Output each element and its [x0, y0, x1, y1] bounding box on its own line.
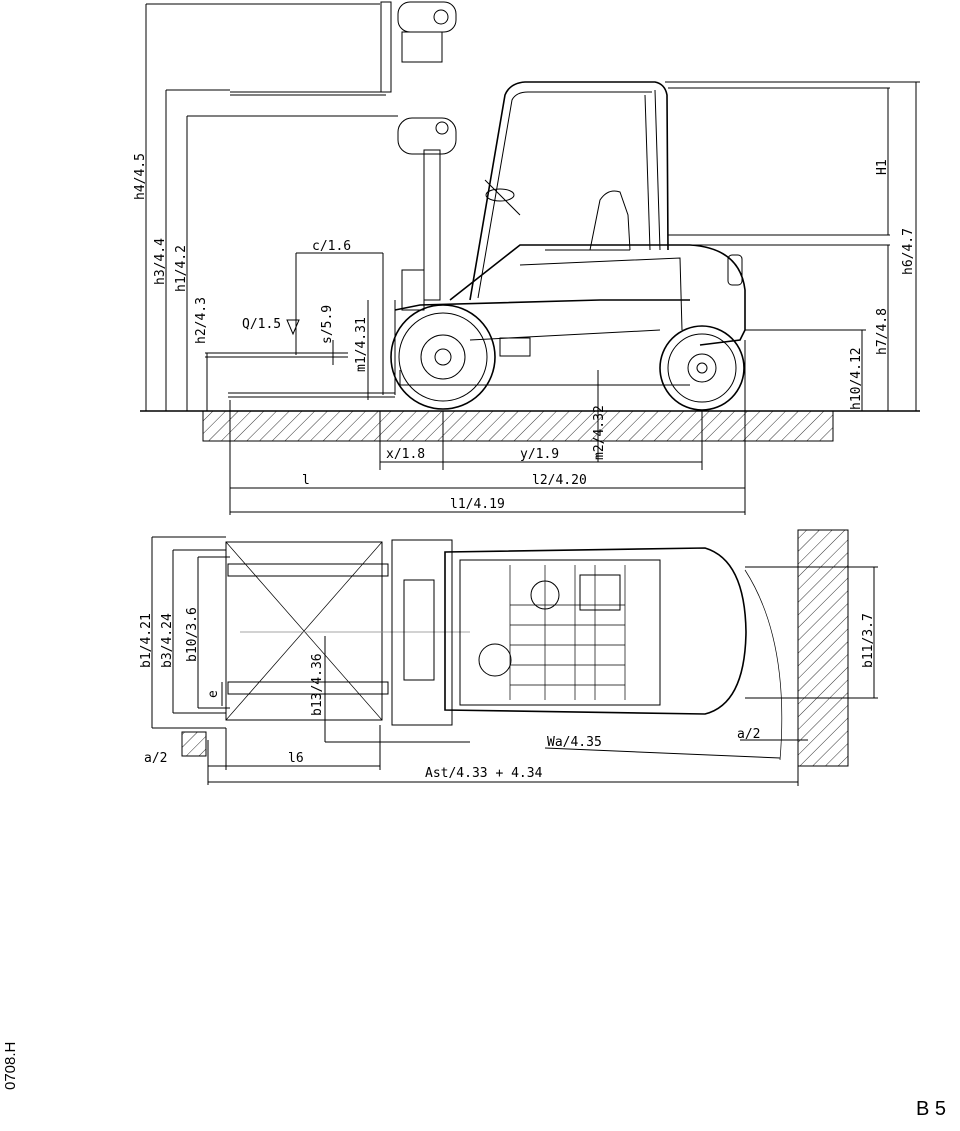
dim-b11: b11/3.7 [861, 613, 876, 668]
dim-e: e [206, 690, 221, 698]
dim-y: y/1.9 [520, 447, 559, 462]
front-wheel [390, 304, 496, 410]
chassis-top [444, 547, 747, 715]
dim-q: Q/1.5 [242, 317, 281, 332]
left-height-dimensions [145, 3, 398, 411]
dim-b3: b3/4.24 [160, 613, 175, 668]
turning-arc [744, 569, 783, 761]
wall-hatch [797, 529, 849, 767]
carriage-top [391, 539, 453, 726]
mast [382, 117, 457, 395]
dim-H1: H1 [875, 159, 890, 175]
dim-c: c/1.6 [312, 239, 351, 254]
dim-l1: l1/4.19 [450, 497, 505, 512]
dim-l: l [302, 473, 310, 488]
dim-b10: b10/3.6 [185, 607, 200, 662]
dim-s: s/5.9 [320, 305, 335, 344]
frame-grid [478, 565, 626, 700]
rear-wheel [659, 325, 745, 411]
dim-wa: Wa/4.35 [547, 735, 602, 750]
dim-x: x/1.8 [386, 447, 425, 462]
fork-upper [227, 563, 389, 577]
dim-h6: h6/4.7 [901, 228, 916, 275]
top-view: b1/4.21 b3/4.24 b10/3.6 e b13/4.36 a/2 l… [139, 529, 878, 786]
load-outline [225, 541, 383, 721]
length-dimensions [229, 340, 746, 515]
document-code: 0708.H [2, 1041, 19, 1090]
raised-fork-carriage [230, 1, 457, 96]
fork-lower [227, 681, 389, 695]
dim-b13: b13/4.36 [310, 653, 325, 716]
right-height-dimensions [665, 81, 920, 411]
dim-h3: h3/4.4 [153, 238, 168, 285]
dim-h4: h4/4.5 [133, 153, 148, 200]
dim-h7: h7/4.8 [875, 308, 890, 355]
dim-h2: h2/4.3 [194, 297, 209, 344]
dim-b1: b1/4.21 [139, 613, 154, 668]
dim-a2-right: a/2 [737, 727, 760, 742]
ground-hatch [202, 410, 834, 442]
top-view-dimensions [151, 536, 878, 786]
dim-a2-left: a/2 [144, 751, 167, 766]
dim-h10: h10/4.12 [849, 347, 864, 410]
clearance-square [181, 731, 207, 757]
dim-l6: l6 [288, 751, 304, 766]
side-view: h4/4.5 h3/4.4 h1/4.2 h2/4.3 c/1.6 Q/1.5 … [133, 1, 920, 515]
dim-ast: Ast/4.33 + 4.34 [425, 766, 543, 781]
dim-h1: h1/4.2 [174, 245, 189, 292]
lowered-forks [205, 352, 395, 398]
dim-m2: m2/4.32 [592, 405, 607, 460]
page-number: B 5 [915, 1098, 946, 1120]
dim-m1: m1/4.31 [354, 317, 369, 372]
dim-l2: l2/4.20 [532, 473, 587, 488]
